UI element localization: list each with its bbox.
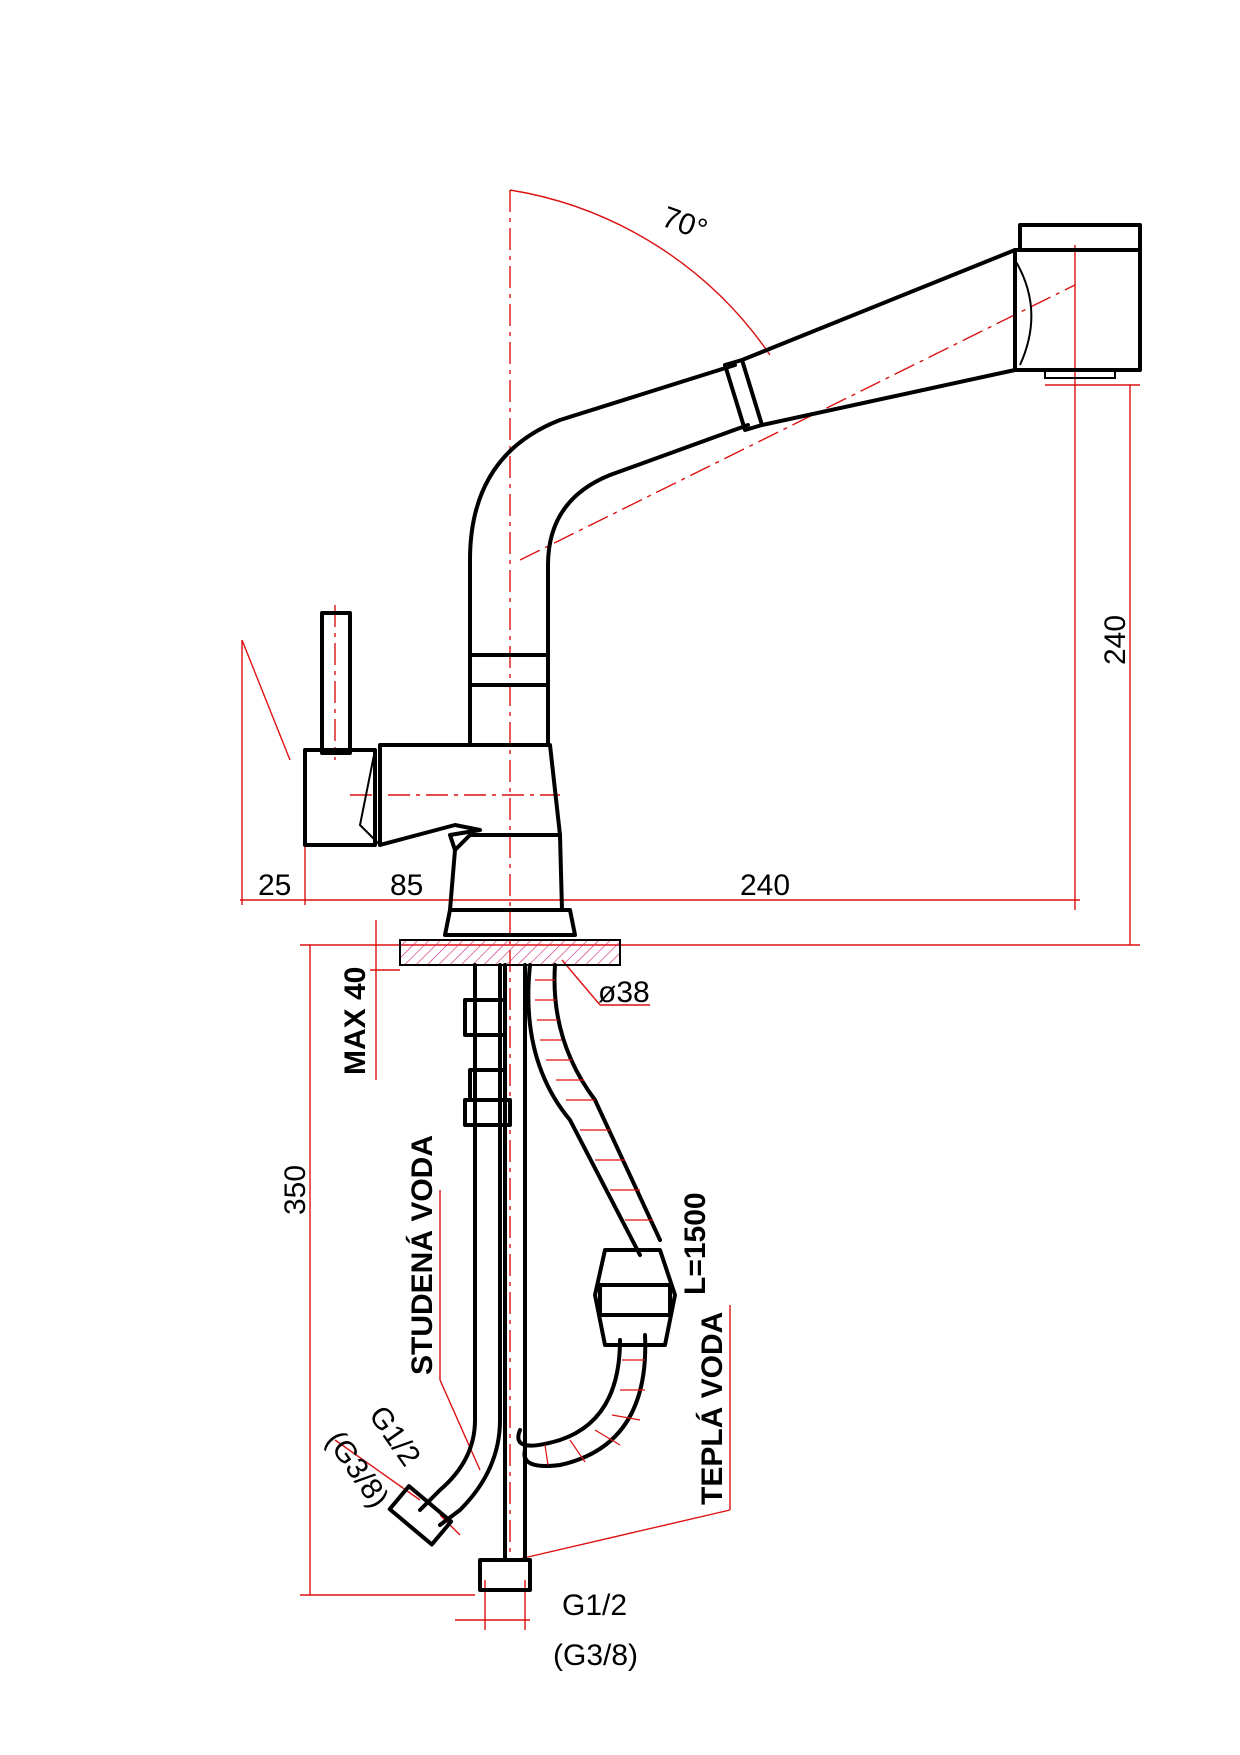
body-depth-dimension: 85 — [390, 869, 423, 902]
spout-height-dimension: 240 — [1099, 615, 1132, 665]
hose-length-dimension: L=1500 — [679, 1192, 712, 1295]
cold-water-label: STUDENÁ VODA — [405, 1135, 439, 1375]
angle-dimension: 70° — [658, 201, 712, 248]
hoses — [387, 963, 677, 1592]
hose-depth-dimension: 350 — [279, 1165, 312, 1215]
lever-offset-dimension: 25 — [258, 869, 291, 902]
hole-diameter-dimension: ø38 — [598, 976, 650, 1009]
reach-dimension: 240 — [740, 869, 790, 902]
bottom-thread-alt-label: (G3/8) — [553, 1639, 638, 1672]
hot-water-label: TEPLÁ VODA — [695, 1312, 729, 1505]
counter-thickness-dimension: MAX 40 — [339, 967, 372, 1075]
bottom-thread-main-label: G1/2 — [562, 1589, 627, 1622]
dimension-labels: 70° 240 25 85 240 MAX 40 ø38 350 L=1500 — [258, 201, 1132, 1295]
faucet-body — [303, 223, 1142, 966]
